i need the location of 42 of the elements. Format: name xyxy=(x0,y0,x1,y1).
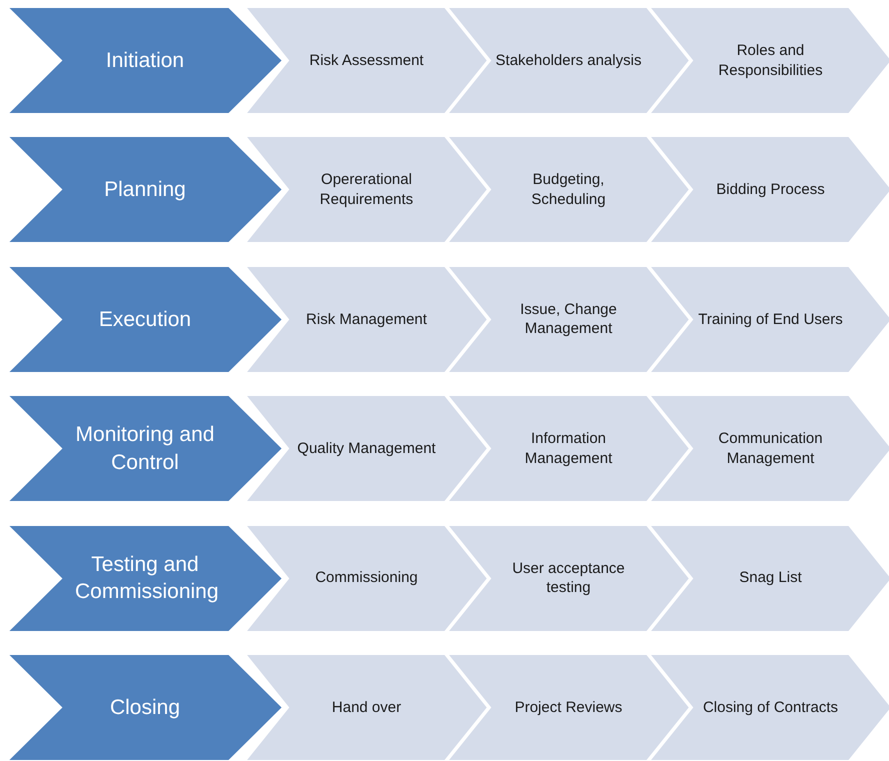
task-step xyxy=(244,524,489,633)
chevron-label: Stakeholders analysis xyxy=(496,50,642,70)
chevron-label: Budgeting, Scheduling xyxy=(530,170,607,210)
task-step xyxy=(446,135,691,244)
chevron-label: Initiation xyxy=(106,48,184,74)
task-step xyxy=(244,135,489,244)
chevron-label: Issue, Change Management xyxy=(519,300,618,339)
task-step xyxy=(648,264,889,374)
chevron-label: Snag List xyxy=(739,568,802,588)
chevron-label: Project Reviews xyxy=(514,698,622,718)
task-step xyxy=(648,394,889,504)
chevron-label: User acceptance testing xyxy=(511,558,626,598)
chevron-label: Risk Assessment xyxy=(309,50,424,70)
chevron-label: Bidding Process xyxy=(716,180,825,200)
chevron-label: Roles and Responsibilities xyxy=(717,41,824,80)
chevron-label: Information Management xyxy=(524,429,614,468)
chevron-label: Closing xyxy=(110,694,180,721)
task-step xyxy=(648,6,889,115)
task-step xyxy=(244,394,489,504)
chevron-label: Opererational Requirements xyxy=(318,170,414,210)
task-step xyxy=(648,135,889,244)
task-step xyxy=(446,394,691,504)
chevron-label: Communication Management xyxy=(717,429,824,468)
chevron-label: Closing of Contracts xyxy=(702,698,838,718)
chevron-label: Risk Management xyxy=(306,310,427,330)
chevron-label: Training of End Users xyxy=(698,310,843,330)
task-step xyxy=(648,653,889,761)
chevron-label: Planning xyxy=(104,177,186,204)
chevron-label: Hand over xyxy=(332,698,402,718)
chevron-label: Commissioning xyxy=(315,568,418,588)
chevron-label: Quality Management xyxy=(297,438,436,458)
task-step xyxy=(244,264,489,374)
chevron-label: Monitoring and Control xyxy=(75,422,215,476)
task-step xyxy=(244,6,489,115)
task-step xyxy=(446,6,691,115)
task-step xyxy=(446,653,691,761)
task-step xyxy=(244,653,489,761)
task-step xyxy=(446,524,691,633)
chevron-label: Execution xyxy=(98,306,192,333)
task-step xyxy=(648,524,889,633)
chevron-label: Testing and Commissioning xyxy=(75,552,215,606)
task-step xyxy=(446,264,691,374)
